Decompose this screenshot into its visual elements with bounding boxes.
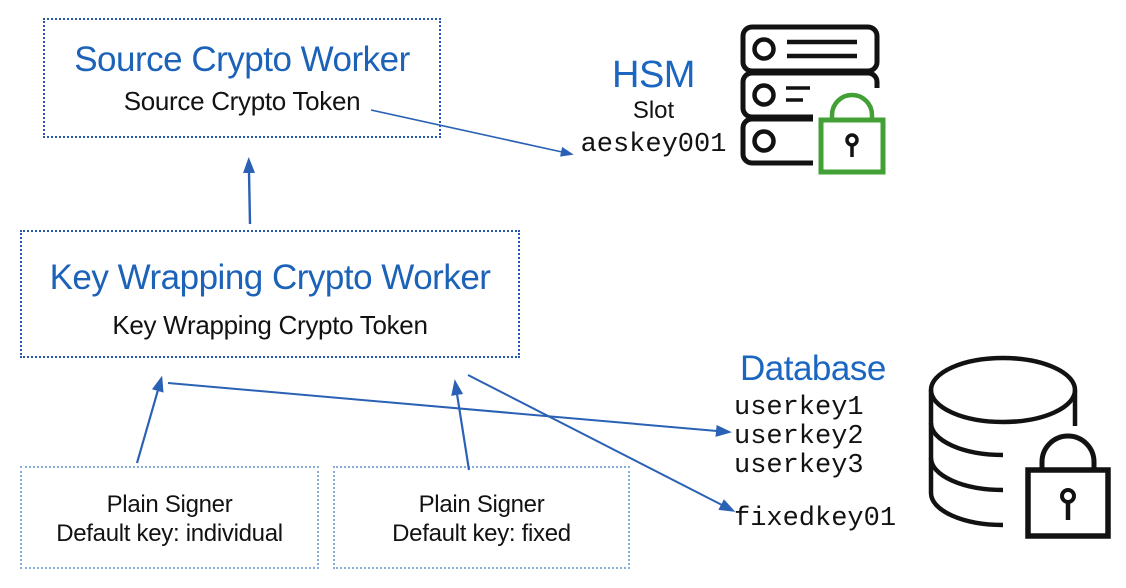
- plain-signer-individual-box: Plain Signer Default key: individual: [20, 466, 319, 569]
- key-wrapping-crypto-worker-box: Key Wrapping Crypto Worker Key Wrapping …: [20, 230, 520, 358]
- hsm-key-name: aeskey001: [580, 130, 727, 160]
- arrow-keywrapping-to-userkeys: [167, 382, 732, 437]
- arrow-keywrapping-to-fixedkey: [467, 374, 736, 512]
- hsm-server-icon: [733, 16, 893, 180]
- green-padlock-icon: [818, 92, 886, 175]
- arrow-signer-fixed-to-keywrapping: [451, 379, 471, 471]
- database-label: Database: [740, 349, 886, 388]
- keyhole-icon: [1060, 488, 1076, 520]
- hsm-text-block: HSM Slot aeskey001: [556, 54, 751, 160]
- arrow-signer-individual-to-keywrapping: [135, 375, 164, 464]
- source-crypto-worker-title: Source Crypto Worker: [74, 40, 410, 79]
- plain-signer-fixed-box: Plain Signer Default key: fixed: [333, 466, 630, 569]
- hsm-slot-label: Slot: [632, 97, 675, 124]
- key-wrapping-crypto-token-label: Key Wrapping Crypto Token: [112, 310, 428, 340]
- plain-signer-fixed-title: Plain Signer: [418, 491, 545, 518]
- database-user-key: userkey2: [734, 422, 864, 452]
- database-user-key: userkey1: [734, 393, 864, 423]
- database-text-block: Database userkey1 userkey2 userkey3 fixe…: [734, 350, 944, 534]
- source-crypto-token-label: Source Crypto Token: [123, 86, 361, 116]
- hsm-label: HSM: [612, 54, 695, 96]
- arrow-source-token-to-aeskey: [370, 109, 574, 157]
- database-fixed-key: fixedkey01: [734, 504, 897, 534]
- arrow-keywrapping-to-source-worker: [243, 157, 256, 225]
- keyhole-icon: [845, 133, 859, 157]
- database-cylinder-icon: [925, 350, 1126, 545]
- source-crypto-worker-box: Source Crypto Worker Source Crypto Token: [43, 18, 441, 138]
- black-padlock-icon: [1025, 433, 1111, 539]
- plain-signer-individual-title: Plain Signer: [106, 491, 233, 518]
- plain-signer-fixed-default-key: Default key: fixed: [392, 520, 571, 547]
- key-wrapping-crypto-worker-title: Key Wrapping Crypto Worker: [49, 258, 491, 297]
- database-user-key: userkey3: [734, 451, 864, 481]
- plain-signer-individual-default-key: Default key: individual: [56, 520, 283, 547]
